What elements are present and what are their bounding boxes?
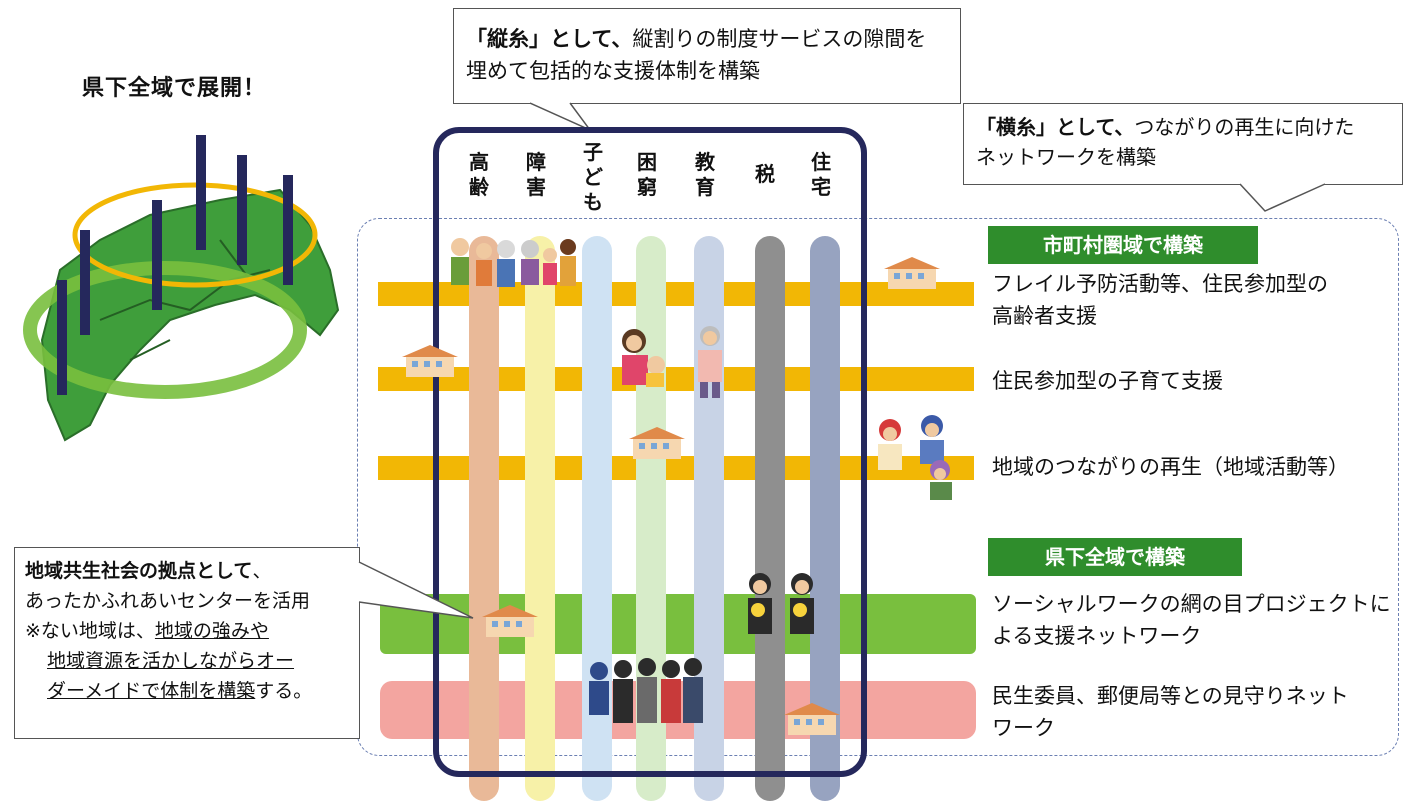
callout-vertical-bold: 「縦糸」として、 bbox=[466, 27, 633, 51]
callout-horizontal-pointer bbox=[1240, 183, 1326, 212]
callout-horizontal-bold: 「横糸」として、 bbox=[976, 115, 1135, 139]
yellow-ring bbox=[72, 182, 318, 288]
map-bar-1 bbox=[57, 280, 67, 395]
map-bar-4 bbox=[196, 135, 206, 250]
column-bar-disability bbox=[525, 236, 555, 801]
callout-vertical-text1: 縦割りの制度サービスの隙間を bbox=[632, 27, 927, 51]
green-ring bbox=[23, 261, 307, 399]
column-label-children: 子ども bbox=[583, 140, 603, 214]
callout-center-line5-suffix: する。 bbox=[255, 680, 313, 702]
column-bar-elderly bbox=[469, 236, 499, 801]
callout-center-line4-underlined: 地域資源を活かしながらオー bbox=[47, 650, 295, 672]
tag-prefecture: 県下全域で構築 bbox=[988, 538, 1242, 576]
column-bar-tax bbox=[755, 236, 785, 801]
callout-center-suffix: 、 bbox=[252, 560, 272, 582]
map-bar-6 bbox=[283, 175, 293, 285]
page-title: 県下全域で展開！ bbox=[82, 76, 267, 101]
house-icon-row1 bbox=[884, 257, 940, 289]
figure-elderly-woman bbox=[698, 326, 722, 398]
column-label-education: 教育 bbox=[695, 150, 715, 199]
callout-center-line3-prefix: ※ない地域は、 bbox=[25, 620, 155, 642]
house-icon-row5 bbox=[784, 703, 840, 735]
figure-community-volunteers bbox=[878, 415, 952, 500]
row3-description: 地域のつながりの再生（地域活動等） bbox=[992, 455, 1349, 479]
callout-vertical-text2: 埋めて包括的な支援体制を構築 bbox=[466, 59, 760, 83]
map-bar-2 bbox=[80, 230, 90, 335]
column-label-tax: 税 bbox=[755, 162, 775, 186]
column-label-disability: 障害 bbox=[526, 150, 546, 199]
figure-elderly-family bbox=[451, 238, 576, 287]
column-label-housing: 住宅 bbox=[811, 150, 831, 199]
region-dashed-box bbox=[357, 218, 1399, 756]
callout-center-pointer bbox=[358, 561, 474, 619]
row4-description: ソーシャルワークの網の目プロジェクトに よる支援ネットワーク bbox=[992, 588, 1391, 652]
callout-center-bold: 地域共生社会の拠点として bbox=[25, 560, 253, 582]
callout-center: 地域共生社会の拠点として、 あったかふれあいセンターを活用 ※ない地域は、地域の… bbox=[14, 547, 360, 739]
map-bar-3 bbox=[152, 200, 162, 310]
kochi-map-illustration bbox=[23, 135, 340, 442]
column-label-poverty: 困窮 bbox=[637, 150, 657, 199]
callout-center-line3-underlined: 地域の強みや bbox=[154, 620, 269, 642]
row2-description: 住民参加型の子育て支援 bbox=[992, 369, 1223, 393]
column-label-elderly: 高齢 bbox=[469, 150, 489, 199]
row4-line1: ソーシャルワークの網の目プロジェクトに bbox=[992, 592, 1391, 616]
row1-line2: 高齢者支援 bbox=[992, 304, 1097, 328]
map-bar-5 bbox=[237, 155, 247, 265]
vertical-system-frame bbox=[433, 127, 867, 777]
callout-horizontal: 「横糸」として、つながりの再生に向けた ネットワークを構築 bbox=[963, 103, 1403, 185]
callout-horizontal-text1: つながりの再生に向けた bbox=[1134, 115, 1355, 139]
callout-vertical: 「縦糸」として、縦割りの制度サービスの隙間を 埋めて包括的な支援体制を構築 bbox=[453, 8, 961, 104]
row4-line2: よる支援ネットワーク bbox=[992, 624, 1202, 648]
figure-mother-child bbox=[622, 329, 665, 387]
row5-line2: ワーク bbox=[992, 716, 1055, 740]
callout-center-line5-underlined: ダーメイドで体制を構築 bbox=[47, 680, 256, 702]
callout-horizontal-text2: ネットワークを構築 bbox=[976, 145, 1156, 169]
figure-watch-network-people bbox=[589, 658, 703, 723]
house-icon-row4 bbox=[482, 605, 538, 637]
row1-line1: フレイル予防活動等、住民参加型の bbox=[992, 272, 1328, 296]
tag-municipal: 市町村圏域で構築 bbox=[988, 226, 1258, 264]
figure-social-workers bbox=[748, 573, 814, 634]
house-icon-row3 bbox=[629, 427, 685, 459]
row5-line1: 民生委員、郵便局等との見守りネット bbox=[992, 684, 1349, 708]
row1-description: フレイル予防活動等、住民参加型の 高齢者支援 bbox=[992, 268, 1328, 332]
row5-description: 民生委員、郵便局等との見守りネット ワーク bbox=[992, 680, 1349, 744]
callout-center-line2: あったかふれあいセンターを活用 bbox=[25, 590, 311, 612]
house-icon-row2 bbox=[402, 345, 458, 377]
